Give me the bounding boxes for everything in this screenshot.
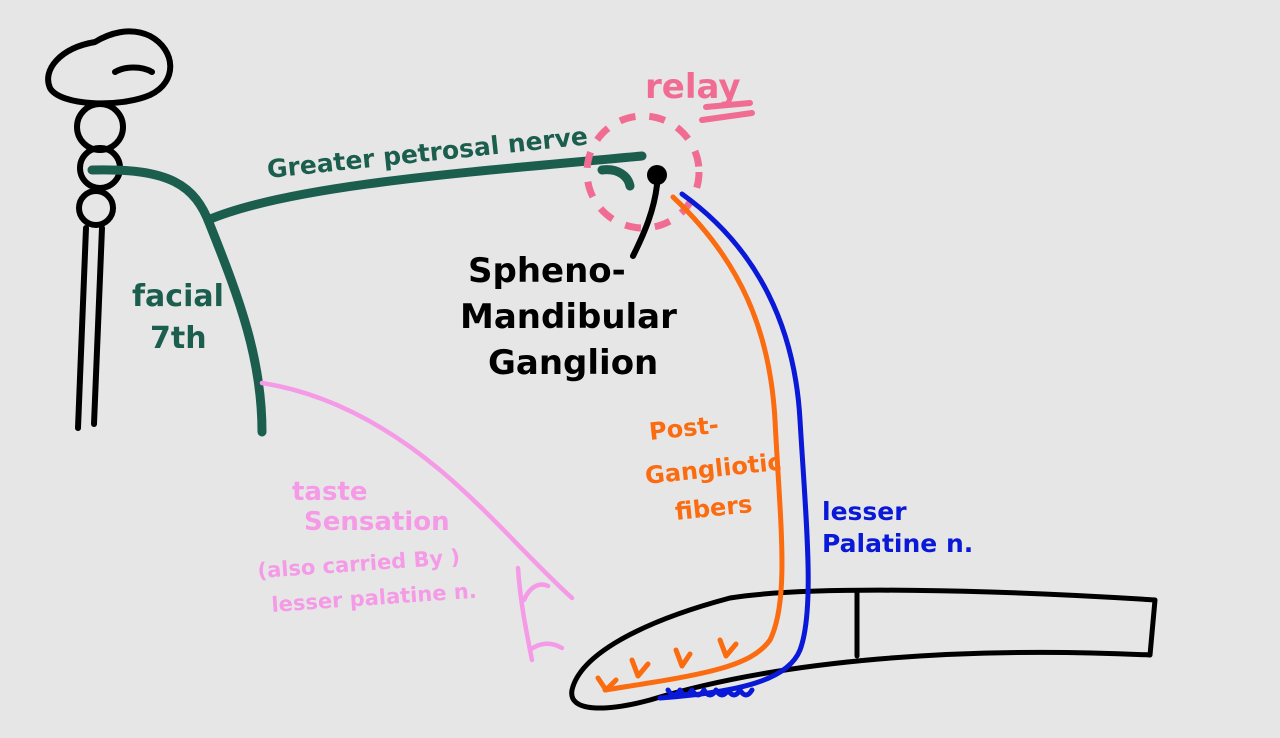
facial-label-line2: 7th xyxy=(150,321,207,356)
lesser-palatine-label-line1: lesser xyxy=(822,497,907,526)
palate-outline xyxy=(569,587,1158,711)
taste-branch-1 xyxy=(515,565,535,663)
facial-nerve-trunk xyxy=(87,165,267,437)
brainstem xyxy=(45,28,174,431)
taste-fiber xyxy=(259,380,575,663)
lesser-palatine-line xyxy=(657,191,811,701)
greater-petrosal-nerve-line xyxy=(203,151,647,225)
relay-circle xyxy=(583,112,703,232)
brainstem-segment-1 xyxy=(74,101,126,153)
spinal-cord-left xyxy=(75,225,89,431)
postganglionic-label-line3: fibers xyxy=(674,490,754,526)
postganglionic-label-line1: Post- xyxy=(648,411,720,446)
taste-label-line1: taste xyxy=(292,477,368,507)
ganglion-label-line3: Ganglion xyxy=(488,343,658,383)
taste-label-line4: lesser palatine n. xyxy=(271,579,478,617)
palate-shape xyxy=(569,587,1158,711)
brain-shape xyxy=(45,28,174,107)
postganglionic-ending-1 xyxy=(595,675,619,693)
postganglionic-label-line2: Gangliotic xyxy=(644,448,783,490)
taste-line xyxy=(259,380,575,601)
postganglionic-ending-3 xyxy=(673,647,693,669)
taste-label-line2: Sensation xyxy=(304,507,450,537)
postganglionic-ending-2 xyxy=(629,657,651,679)
postganglionic-fibers xyxy=(595,194,785,693)
lesser-palatine-endings xyxy=(665,687,755,698)
relay-label: relay xyxy=(645,67,741,107)
ganglion-pointer xyxy=(630,182,660,259)
taste-fork-1 xyxy=(521,582,551,603)
facial-nerve xyxy=(87,151,647,437)
ganglion-label-line2: Mandibular xyxy=(460,297,677,337)
ganglion-dot xyxy=(647,165,667,185)
brain-curl xyxy=(112,64,155,75)
postganglionic-line xyxy=(602,194,785,693)
ganglion-label-line1: Spheno- xyxy=(468,251,626,291)
greater-petrosal-arrowhead xyxy=(597,165,635,191)
brainstem-segment-3 xyxy=(76,188,116,228)
postganglionic-ending-4 xyxy=(717,637,739,659)
taste-fork-2 xyxy=(527,641,565,653)
spinal-cord-right xyxy=(91,225,105,427)
lesser-palatine-label-line2: Palatine n. xyxy=(822,529,973,558)
lesser-palatine-nerve xyxy=(657,191,811,701)
facial-label-line1: facial xyxy=(132,279,224,314)
relay-underline xyxy=(699,100,755,123)
taste-label-line3: (also carried By ) xyxy=(257,545,461,583)
